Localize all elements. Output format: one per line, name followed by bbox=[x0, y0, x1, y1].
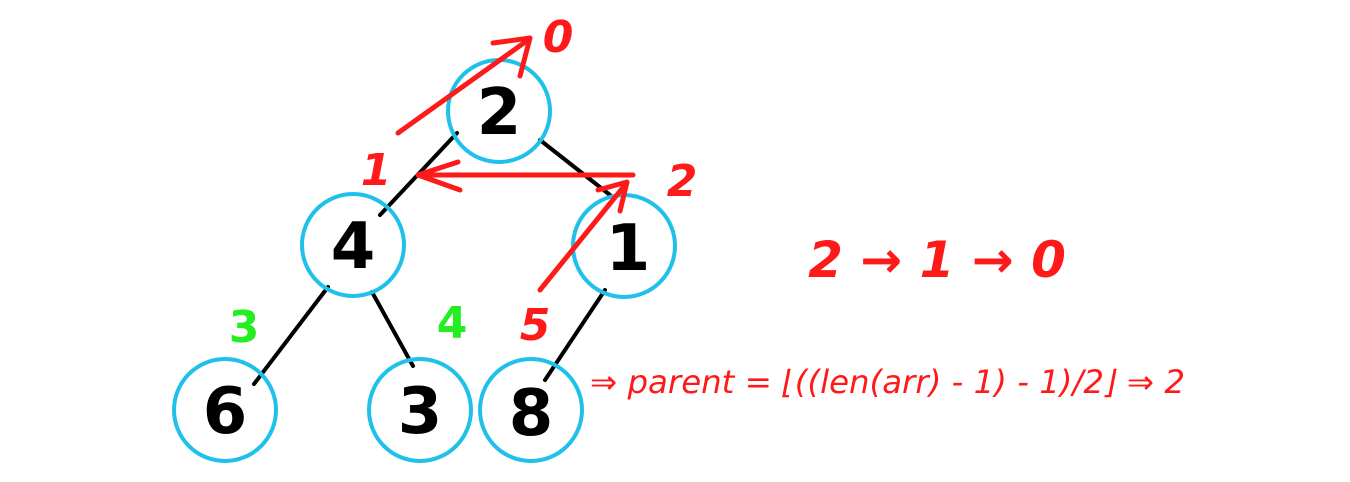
index-label-1: 1 bbox=[361, 145, 392, 196]
node-value-root: 2 bbox=[477, 76, 522, 150]
parent-formula: ⇒ parent = ⌊((len(arr) - 1) - 1)/2⌋ ⇒ 2 bbox=[590, 363, 1185, 401]
arrow-5-to-2-head bbox=[595, 179, 630, 214]
green-index-4: 4 bbox=[437, 298, 468, 349]
edge-left-rightchild bbox=[370, 290, 415, 368]
node-value-leaf-8: 8 bbox=[509, 377, 554, 451]
arrow-2-to-1-head bbox=[415, 159, 463, 193]
edge-left-leftchild bbox=[252, 285, 330, 386]
node-value-left: 4 bbox=[331, 210, 376, 284]
arrow-5-to-2 bbox=[537, 182, 628, 293]
green-indices: 3 4 bbox=[229, 298, 468, 353]
green-index-3: 3 bbox=[229, 302, 260, 353]
traversal-arrows bbox=[395, 35, 636, 293]
node-value-leaf-3: 3 bbox=[398, 375, 443, 449]
index-label-0: 0 bbox=[543, 12, 574, 63]
node-circle-leaf-8 bbox=[478, 357, 584, 463]
edge-root-right bbox=[538, 138, 612, 197]
node-circle-leaf-3 bbox=[367, 357, 473, 463]
node-value-leaf-6: 6 bbox=[203, 375, 248, 449]
node-value-right: 1 bbox=[606, 212, 651, 286]
node-values: 2 4 1 6 3 8 bbox=[203, 76, 651, 451]
arrow-1-to-0-head bbox=[490, 35, 533, 79]
node-circle-left bbox=[300, 192, 406, 298]
arrow-1-to-0 bbox=[395, 37, 531, 136]
index-label-2: 2 bbox=[667, 156, 698, 207]
red-indices: 0 1 2 5 bbox=[361, 12, 698, 351]
node-circle-leaf-6 bbox=[172, 357, 278, 463]
index-label-5: 5 bbox=[520, 300, 551, 351]
traversal-path: 2 → 1 → 0 bbox=[808, 231, 1066, 289]
